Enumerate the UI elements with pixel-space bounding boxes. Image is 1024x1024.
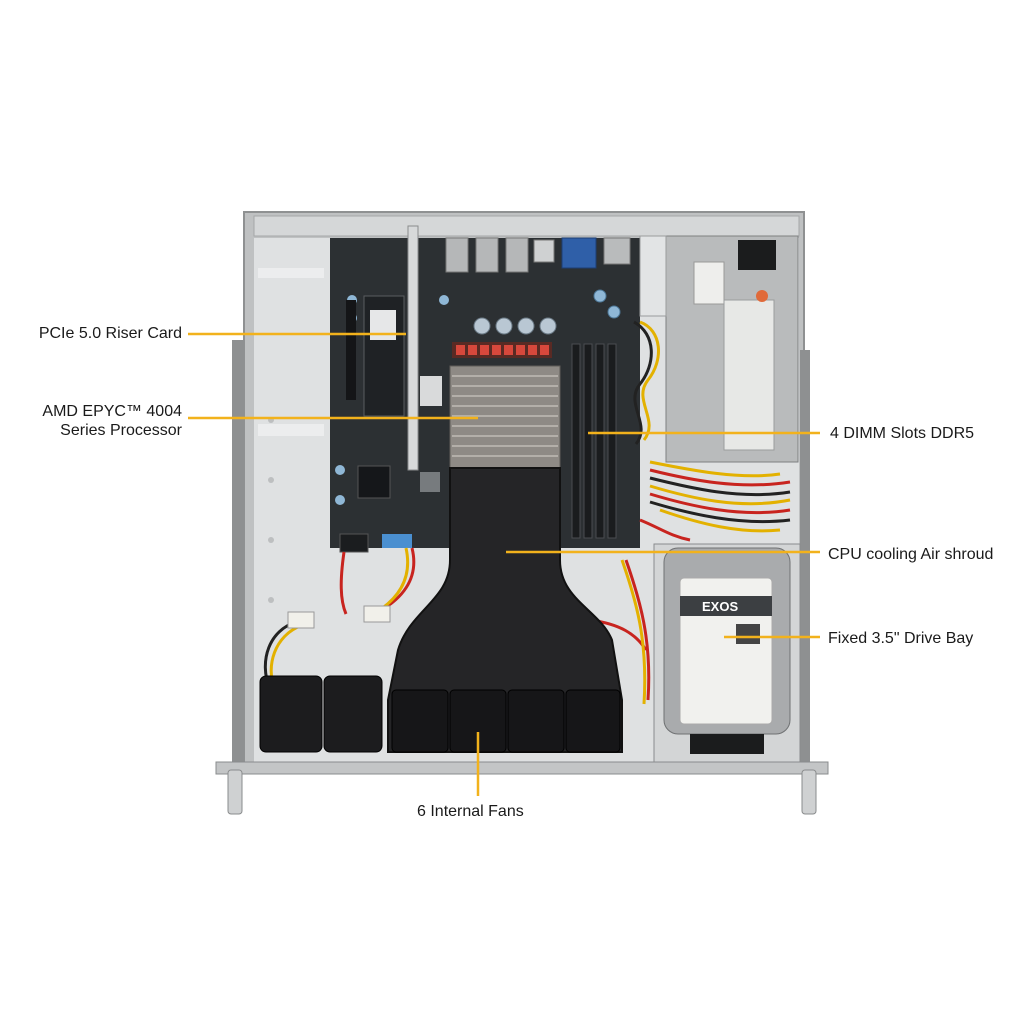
internal-fans xyxy=(259,675,621,753)
psu-rating-label xyxy=(723,299,775,451)
dimm-slot-1 xyxy=(571,343,581,539)
label-pcie-riser-card: PCIe 5.0 Riser Card xyxy=(38,325,182,342)
fan-1 xyxy=(259,675,323,753)
rj45-port-1 xyxy=(445,237,469,273)
usb-port xyxy=(533,239,555,263)
m2-label xyxy=(420,376,442,406)
vga-port xyxy=(561,237,597,269)
dimm-slots xyxy=(571,343,617,539)
power-supply xyxy=(639,235,799,463)
label-cpu-line2: Series Processor xyxy=(60,422,182,439)
cable-connector-1 xyxy=(287,611,315,629)
drive-bay: EXOS xyxy=(653,543,801,763)
right-mount-rail xyxy=(800,350,810,768)
callout-leaders xyxy=(188,332,820,796)
dimm-slot-3 xyxy=(595,343,605,539)
fan-6 xyxy=(565,689,621,753)
psu-flap xyxy=(639,235,667,317)
label-internal-fans: 6 Internal Fans xyxy=(417,803,524,820)
drive-connector xyxy=(690,734,764,754)
rj45-port-3 xyxy=(505,237,529,273)
drive-brand-text: EXOS xyxy=(702,599,738,614)
bmc-chip xyxy=(357,465,391,499)
riser-label xyxy=(370,310,396,340)
fan-3 xyxy=(391,689,449,753)
label-cpu-line1: AMD EPYC™ 4004 xyxy=(42,403,182,420)
dimm-slot-4 xyxy=(607,343,617,539)
rj45-port-2 xyxy=(475,237,499,273)
fan-5 xyxy=(507,689,565,753)
pcie-riser-card xyxy=(346,225,419,471)
left-mount-rail xyxy=(232,340,244,770)
psu-inlet xyxy=(738,240,776,270)
chassis-top-rail xyxy=(253,215,800,237)
io-port-misc xyxy=(603,237,631,265)
label-cpu: AMD EPYC™ 4004 Series Processor xyxy=(42,402,182,440)
fan-2 xyxy=(323,675,383,753)
right-rack-ear xyxy=(801,769,817,815)
label-drive-bay: Fixed 3.5" Drive Bay xyxy=(828,630,974,647)
riser-bracket xyxy=(407,225,419,471)
sata-connector xyxy=(382,534,412,548)
cpu-air-shroud xyxy=(387,467,623,753)
drive-brand-band xyxy=(680,596,772,616)
label-air-shroud: CPU cooling Air shroud xyxy=(828,546,994,563)
psu-badge xyxy=(756,290,768,302)
vrm-row xyxy=(452,342,552,358)
cable-connector-2 xyxy=(363,605,391,623)
drive-barcode xyxy=(736,624,760,644)
dimm-slot-2 xyxy=(583,343,593,539)
small-chip xyxy=(420,472,440,492)
psu-sticker xyxy=(693,261,725,305)
cpu-heatsink xyxy=(449,365,561,471)
pcie-slot xyxy=(346,300,356,400)
power-connector xyxy=(339,533,369,553)
label-dimm-slots: 4 DIMM Slots DDR5 xyxy=(830,425,975,442)
left-rack-ear xyxy=(227,769,243,815)
chassis-front-bar xyxy=(215,761,829,775)
